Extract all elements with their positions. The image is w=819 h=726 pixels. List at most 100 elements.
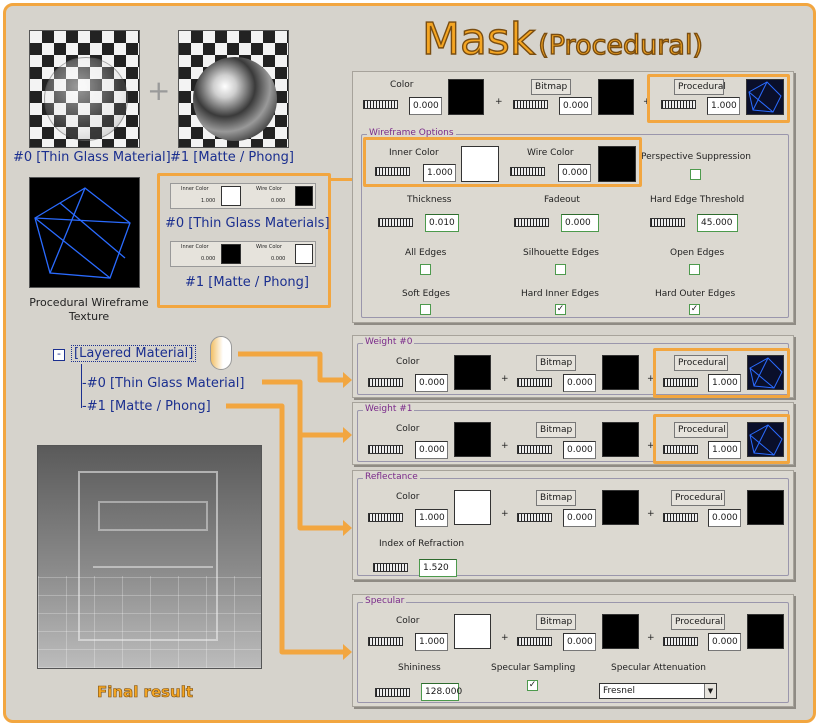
bitmap-swatch[interactable] (598, 79, 634, 115)
reflectance-color-value-field[interactable]: 1.000 (415, 509, 448, 527)
weight1-procedural-spinner[interactable] (663, 445, 698, 454)
wire-color-swatch[interactable] (598, 146, 636, 182)
inner-color-spinner[interactable] (375, 167, 410, 176)
ior-spinner[interactable] (373, 563, 408, 572)
specular-bitmap-swatch[interactable] (602, 614, 639, 649)
weight0-bitmap-spinner[interactable] (517, 378, 552, 387)
weight0-color-value-field[interactable]: 0.000 (415, 374, 448, 392)
inner-color-swatch[interactable] (461, 146, 499, 182)
wireframe-options-group: Wireframe Options (361, 128, 789, 318)
thickness-spinner[interactable] (378, 218, 413, 227)
hard-inner-edges-checkbox[interactable]: ✓ (555, 304, 566, 315)
bitmap-spinner[interactable] (513, 100, 548, 109)
caption-mini-thin-glass: #0 [Thin Glass Materials] (165, 216, 330, 231)
specular-procedural-value-field[interactable]: 0.000 (708, 633, 741, 651)
fadeout-spinner[interactable] (514, 218, 549, 227)
caption-matte-phong: #1 [Matte / Phong] (170, 150, 294, 165)
reflectance-procedural-value-field[interactable]: 0.000 (708, 509, 741, 527)
specular-color-swatch[interactable] (454, 614, 491, 649)
weight1-procedural-swatch[interactable] (747, 422, 784, 457)
reflectance-bitmap-value-field[interactable]: 0.000 (563, 509, 596, 527)
specular-bitmap-value-field[interactable]: 0.000 (563, 633, 596, 651)
reflectance-bitmap-swatch[interactable] (602, 490, 639, 525)
bitmap-value-field[interactable]: 0.000 (559, 97, 592, 115)
caption-wireframe-texture: Procedural Wireframe Texture (29, 296, 149, 323)
weight1-color-swatch[interactable] (454, 422, 491, 457)
reflectance-color-spinner[interactable] (368, 513, 403, 522)
weight0-color-spinner[interactable] (368, 378, 403, 387)
wire-color-value-field[interactable]: 0.000 (558, 164, 591, 182)
specular-bitmap-spinner[interactable] (517, 637, 552, 646)
weight0-procedural-button[interactable]: Procedural (674, 355, 728, 371)
reflectance-procedural-spinner[interactable] (663, 513, 698, 522)
wire-color-spinner[interactable] (510, 167, 545, 176)
color-swatch[interactable] (448, 79, 484, 115)
tree-item-thin-glass[interactable]: -#0 [Thin Glass Material] (82, 376, 245, 391)
reflectance-color-swatch[interactable] (454, 490, 491, 525)
mini-panel-0: Inner Color 1.000 Wire Color 0.000 (170, 183, 316, 209)
fadeout-value-field[interactable]: 0.000 (561, 214, 599, 232)
specular-procedural-spinner[interactable] (663, 637, 698, 646)
weight1-bitmap-swatch[interactable] (602, 422, 639, 457)
soft-edges-checkbox[interactable] (420, 304, 431, 315)
weight1-procedural-value-field[interactable]: 1.000 (708, 441, 741, 459)
ior-value-field[interactable]: 1.520 (419, 559, 457, 577)
inner-color-value-field[interactable]: 1.000 (423, 164, 456, 182)
tree-item-matte-phong[interactable]: -#1 [Matte / Phong] (82, 399, 211, 414)
chevron-down-icon[interactable]: ▼ (704, 684, 716, 698)
weight1-bitmap-value-field[interactable]: 0.000 (563, 441, 596, 459)
specular-bitmap-button[interactable]: Bitmap (536, 614, 576, 630)
wireframe-thumb-icon (749, 357, 783, 389)
reflectance-procedural-swatch[interactable] (747, 490, 784, 525)
weight1-bitmap-button[interactable]: Bitmap (536, 422, 576, 438)
color-spinner[interactable] (363, 100, 398, 109)
weight0-bitmap-value-field[interactable]: 0.000 (563, 374, 596, 392)
tree-root-item[interactable]: [Layered Material] (71, 345, 197, 362)
weight1-color-value-field[interactable]: 0.000 (415, 441, 448, 459)
specular-attenuation-select[interactable]: Fresnel▼ (599, 683, 717, 699)
procedural-swatch[interactable] (746, 79, 784, 115)
procedural-value-field[interactable]: 1.000 (707, 97, 740, 115)
connector-wireframe (331, 178, 365, 181)
specular-procedural-button[interactable]: Procedural (671, 614, 725, 630)
perspective-suppression-checkbox[interactable] (690, 169, 701, 180)
final-result-caption: Final result (97, 683, 194, 702)
matte-phong-render (178, 30, 289, 148)
procedural-spinner[interactable] (661, 100, 696, 109)
weight0-color-swatch[interactable] (454, 355, 491, 390)
weight1-bitmap-spinner[interactable] (517, 445, 552, 454)
all-edges-checkbox[interactable] (420, 264, 431, 275)
tree-line (81, 364, 82, 408)
shininess-value-field[interactable]: 128.000 (421, 683, 462, 701)
specular-sampling-checkbox[interactable]: ✓ (527, 680, 538, 691)
shininess-spinner[interactable] (375, 688, 410, 697)
plus-sign: + (147, 74, 171, 107)
tree-collapse-toggle[interactable]: - (53, 348, 65, 361)
hard-edge-value-field[interactable]: 45.000 (697, 214, 738, 232)
weight0-procedural-swatch[interactable] (747, 355, 784, 390)
reflectance-bitmap-button[interactable]: Bitmap (536, 490, 576, 506)
weight0-bitmap-swatch[interactable] (602, 355, 639, 390)
specular-procedural-swatch[interactable] (747, 614, 784, 649)
procedural-button[interactable]: Procedural (674, 79, 726, 95)
page-title: Mask (Procedural) (421, 13, 703, 65)
hard-edge-spinner[interactable] (650, 218, 685, 227)
specular-color-spinner[interactable] (368, 637, 403, 646)
reflectance-procedural-button[interactable]: Procedural (671, 490, 725, 506)
thin-glass-render (29, 30, 140, 148)
silhouette-edges-checkbox[interactable] (555, 264, 566, 275)
hard-outer-edges-checkbox[interactable]: ✓ (689, 304, 700, 315)
reflectance-bitmap-spinner[interactable] (517, 513, 552, 522)
weight1-color-spinner[interactable] (368, 445, 403, 454)
thickness-value-field[interactable]: 0.010 (425, 214, 459, 232)
bitmap-button[interactable]: Bitmap (531, 79, 571, 95)
mask-panel: Color 0.000 + Bitmap 0.000 + Procedural … (352, 71, 794, 323)
weight1-procedural-button[interactable]: Procedural (674, 422, 728, 438)
specular-color-value-field[interactable]: 1.000 (415, 633, 448, 651)
weight0-procedural-value-field[interactable]: 1.000 (708, 374, 741, 392)
open-edges-checkbox[interactable] (689, 264, 700, 275)
weight0-bitmap-button[interactable]: Bitmap (536, 355, 576, 371)
color-value-field[interactable]: 0.000 (409, 97, 442, 115)
weight0-procedural-spinner[interactable] (663, 378, 698, 387)
